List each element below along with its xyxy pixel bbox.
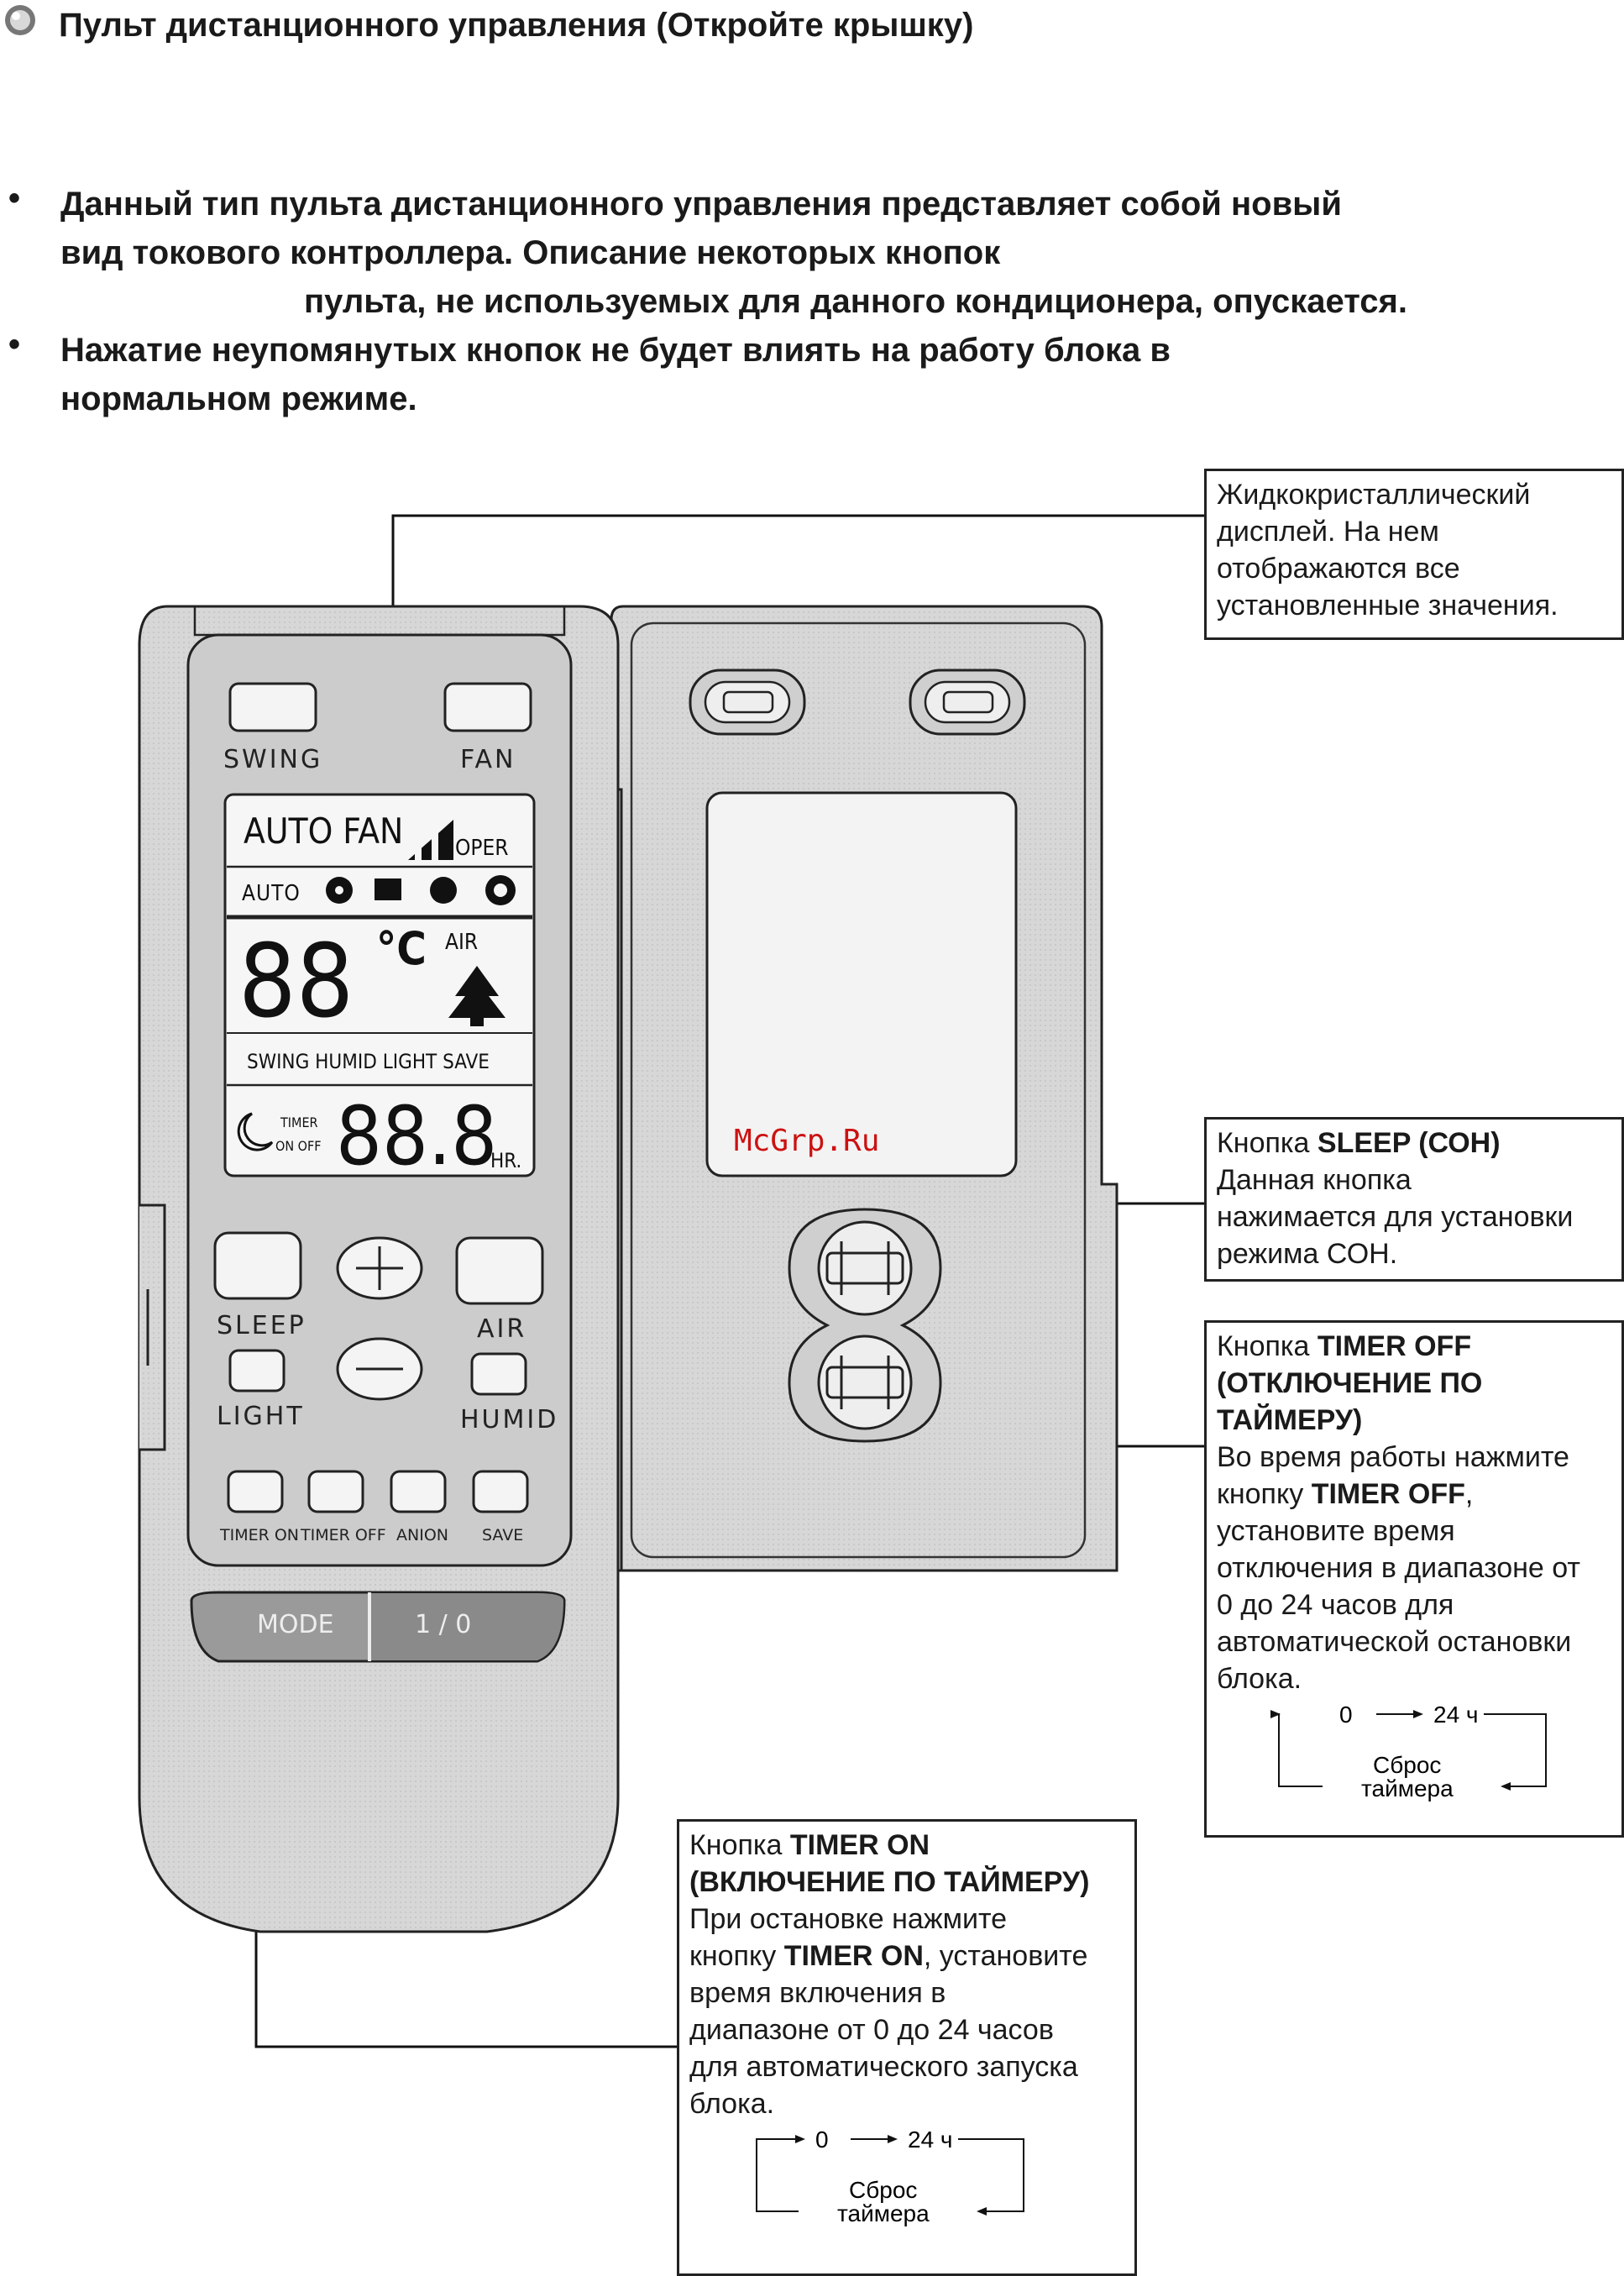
air-button[interactable] (455, 1236, 544, 1305)
callout-timer-off-bold: (ОТКЛЮЧЕНИЕ ПО (1217, 1367, 1483, 1399)
callout-lcd-line: установленные значения. (1217, 590, 1559, 621)
humid-button[interactable] (470, 1352, 527, 1396)
timer-off-button[interactable] (307, 1470, 364, 1513)
callout-lcd: Жидкокристаллический дисплей. На нем ото… (1204, 469, 1624, 640)
fan-label: FAN (460, 745, 516, 774)
intro-line-5: нормальном режиме. (60, 380, 417, 417)
lcd-timer: TIMER (280, 1114, 318, 1130)
light-label: LIGHT (217, 1402, 305, 1431)
lcd-air: AIR (445, 930, 478, 955)
timer-off-label: TIMER OFF (300, 1526, 386, 1544)
timer-on-cycle-diagram: 0 24 ч Сброс таймера (756, 2127, 1024, 2226)
timer-on-label: TIMER ON (219, 1526, 299, 1544)
cycle-reset-1: Сброс (849, 2177, 917, 2203)
swing-label: SWING (223, 745, 322, 774)
anion-label: ANION (396, 1526, 448, 1544)
lcd-oper: OPER (455, 836, 509, 861)
swing-button-shape (228, 682, 532, 732)
cycle-end: 24 ч (908, 2127, 953, 2153)
bullet-dot: • (8, 326, 21, 363)
callout-timer-off-line: отключения в диапазоне от (1217, 1552, 1581, 1584)
cycle-reset-2: таймера (837, 2200, 930, 2226)
intro-line-3: пульта, не используемых для данного конд… (304, 283, 1407, 320)
remote-cover (593, 605, 1118, 1572)
callout-sleep-line: Данная кнопка (1217, 1164, 1412, 1196)
callout-timer-on-heading: Кнопка TIMER ON (689, 1829, 930, 1861)
callout-timer-off-line: автоматической остановки (1217, 1626, 1572, 1658)
callout-timer-on: Кнопка TIMER ON (ВКЛЮЧЕНИЕ ПО ТАЙМЕРУ) П… (677, 1819, 1137, 2276)
intro-line-2: вид токового контроллера. Описание некот… (60, 234, 1001, 271)
sleep-label: SLEEP (217, 1311, 306, 1340)
lcd-temp-digits: 88 (238, 924, 354, 1041)
cycle-reset-1: Сброс (1373, 1752, 1441, 1778)
callout-timer-off-line: 0 до 24 часов для (1217, 1589, 1454, 1621)
timer-on-button[interactable] (227, 1470, 284, 1513)
lcd-swing-row: SWING HUMID LIGHT SAVE (247, 1050, 490, 1073)
air-label: AIR (477, 1314, 526, 1344)
watermark: McGrp.Ru (734, 1124, 879, 1158)
timer-off-cycle-diagram: 0 24 ч Сброс таймера (1270, 1702, 1547, 1801)
callout-timer-on-line: диапазоне от 0 до 24 часов (689, 2014, 1054, 2046)
callout-sleep-line: нажимается для установки (1217, 1201, 1574, 1233)
mode-label: MODE (257, 1610, 334, 1639)
callout-timer-on-line: время включения в (689, 1977, 946, 2009)
callout-timer-off-heading: Кнопка TIMER OFF (1217, 1330, 1472, 1362)
lcd-hr: HR. (490, 1149, 521, 1172)
lcd-auto: AUTO (242, 881, 301, 906)
callout-timer-on-bold: (ВКЛЮЧЕНИЕ ПО ТАЙМЕРУ) (689, 1866, 1090, 1898)
callout-lcd-line: дисплей. На нем (1217, 516, 1439, 548)
callout-timer-on-line: кнопку TIMER ON, установите (689, 1940, 1088, 1972)
callout-timer-off-line: кнопку TIMER OFF, (1217, 1478, 1474, 1510)
callout-lcd-line: отображаются все (1217, 553, 1460, 585)
plus-minus-icons (356, 1246, 403, 1371)
title-bullet-icon (5, 5, 35, 35)
lcd-display (223, 793, 536, 1177)
anion-button[interactable] (390, 1470, 447, 1513)
cycle-reset-2: таймера (1361, 1775, 1454, 1801)
light-button[interactable] (228, 1349, 286, 1392)
callout-timer-on-line: для автоматического запуска (689, 2051, 1078, 2083)
callout-lcd-line: Жидкокристаллический (1217, 479, 1531, 511)
humid-label: HUMID (460, 1405, 558, 1434)
power-label: 1 / 0 (415, 1610, 471, 1639)
intro-line-1: Данный тип пульта дистанционного управле… (60, 186, 1342, 223)
callout-sleep: Кнопка SLEEP (СОН) Данная кнопка нажимае… (1204, 1117, 1624, 1282)
bullet-dot: • (8, 180, 21, 217)
callout-timer-off-line: Во время работы нажмите (1217, 1441, 1569, 1473)
page-title: Пульт дистанционного управления (Откройт… (59, 7, 974, 44)
callout-timer-off-line: блока. (1217, 1663, 1302, 1695)
sleep-button[interactable] (213, 1231, 302, 1300)
intro-line-4: Нажатие неупомянутых кнопок не будет вли… (60, 332, 1171, 369)
save-button[interactable] (472, 1470, 529, 1513)
callout-timer-off-line: установите время (1217, 1515, 1455, 1547)
lcd-on-off: ON OFF (275, 1138, 322, 1154)
cycle-end: 24 ч (1433, 1702, 1479, 1728)
callout-timer-on-line: При остановке нажмите (689, 1903, 1008, 1935)
callout-timer-off-bold: ТАЙМЕРУ) (1217, 1404, 1363, 1436)
lcd-time-digits: 88.8 (336, 1089, 497, 1183)
callout-sleep-line: режима СОН. (1217, 1238, 1398, 1270)
callout-sleep-heading: Кнопка SLEEP (СОН) (1217, 1127, 1501, 1159)
save-label: SAVE (482, 1526, 523, 1544)
lcd-temp-unit: °C (376, 922, 427, 975)
callout-timer-off: Кнопка TIMER OFF (ОТКЛЮЧЕНИЕ ПО ТАЙМЕРУ)… (1204, 1320, 1624, 1838)
lcd-auto-fan: AUTO FAN (244, 810, 403, 852)
cycle-start: 0 (815, 2127, 829, 2153)
cycle-start: 0 (1339, 1702, 1353, 1728)
callout-timer-on-line: блока. (689, 2088, 775, 2120)
